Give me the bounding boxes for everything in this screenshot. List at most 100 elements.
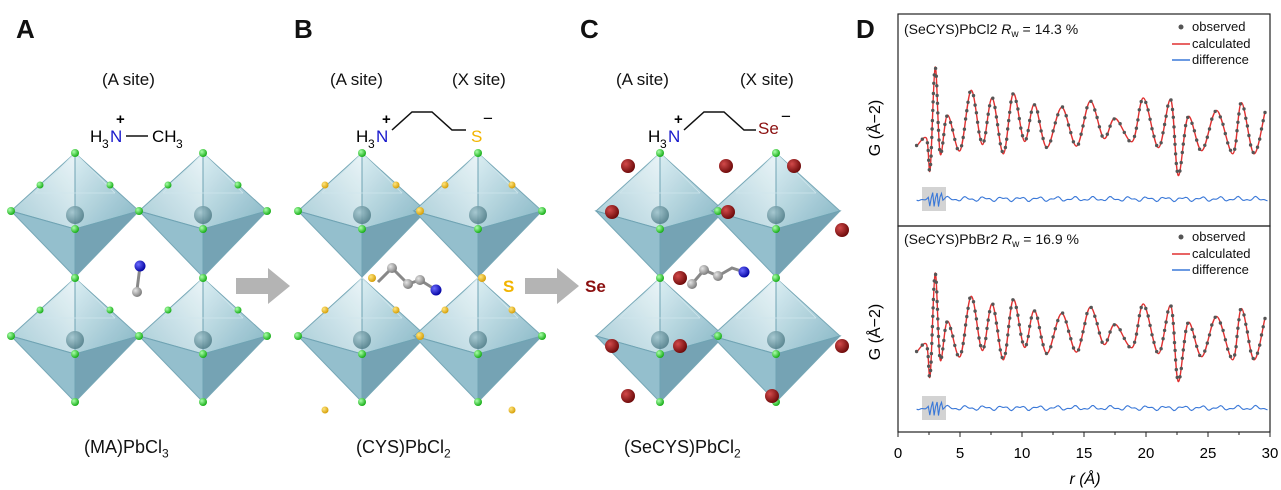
observed-point [948,326,953,331]
legend-observed-marker-top [1178,24,1184,30]
observed-point [1051,129,1055,133]
nitrogen-label-c: N [668,127,680,146]
observed-point [1175,169,1179,173]
minus-charge-c: − [781,107,791,126]
observed-point [1159,347,1163,351]
observed-point [1032,309,1037,313]
observed-point [1019,126,1023,130]
observed-point [993,105,997,110]
legend-observed-marker-bottom [1178,234,1184,240]
observed-point [1238,102,1243,106]
observed-point [1032,103,1037,107]
x-site-label-b: (X site) [452,70,506,89]
observed-point [1195,344,1199,348]
observed-point [1172,134,1177,139]
observed-point [1000,149,1004,154]
observed-point [961,135,965,140]
calculated-curve [916,272,1266,383]
observed-point [1178,169,1182,173]
observed-point [978,343,983,348]
ch3-sub-a: 3 [176,137,183,151]
observed-point [998,348,1002,352]
observed-point [982,139,986,143]
observed-point [1083,321,1087,326]
observed-point [1112,323,1117,327]
observed-point [1174,161,1179,166]
legend-calculated-bottom: calculated [1192,246,1251,261]
observed-point [1118,328,1122,332]
observed-point [1011,92,1015,96]
observed-point [1228,354,1233,359]
h3-label-b: H [356,127,368,146]
observed-point [1226,141,1230,145]
observed-point [1210,323,1214,327]
observed-point [1192,129,1197,133]
observed-point [1259,333,1264,337]
observed-point [1037,119,1042,124]
observed-point [1179,366,1184,371]
observed-point [1029,110,1034,114]
observed-point [1180,356,1185,360]
observed-point [984,336,988,341]
observed-point [1213,109,1217,114]
observed-point [1242,107,1246,111]
observed-point [1192,335,1197,339]
observed-point [930,333,934,337]
perovskite-structure-c: Se [585,149,849,406]
observed-point [932,81,936,86]
observed-point [966,100,970,105]
observed-point [1028,118,1032,123]
nitrogen-label-a: N [110,127,122,146]
observed-point [1076,348,1081,352]
observed-point [1174,367,1179,372]
observed-point [1179,160,1183,165]
observed-point [1244,116,1248,121]
observed-point [1029,316,1034,320]
observed-point [1006,127,1010,131]
observed-point [935,84,939,88]
observed-point [933,272,938,277]
observed-point [930,135,934,140]
selenium-atom-label: Se [585,277,606,296]
observed-point [1053,327,1058,331]
observed-point [1166,104,1170,108]
legend-observed-bottom: observed [1192,229,1245,244]
bottom-title: (SeCYS)PbBr2 Rw = 16.9 % [904,231,1079,250]
observed-point [1150,333,1154,337]
observed-point [1069,337,1073,341]
observed-point [1238,308,1243,312]
observed-point [931,306,935,310]
observed-point [935,299,939,304]
observed-point [932,287,936,291]
observed-point [1173,142,1177,146]
observed-point [1060,105,1065,109]
legend-bottom: observed calculated difference [1172,229,1251,277]
h3-sub-a: 3 [102,137,109,151]
observed-point [1039,335,1043,339]
x-tick-label: 15 [1076,445,1093,462]
observed-point [1100,134,1104,138]
observed-point [945,320,949,324]
observed-point [1064,114,1068,118]
observed-point [942,338,946,343]
xlabel: r (Å) [1069,469,1100,488]
observed-point [996,329,1000,333]
observed-point [1258,137,1262,141]
x-tick-label: 0 [894,445,902,462]
observed-point [993,311,997,316]
caption-ma-pbcl3: (MA)PbCl3 [84,437,169,461]
observed-point [1251,150,1255,155]
legend-difference-top: difference [1192,52,1249,67]
h3-sub-b: 3 [368,137,375,151]
observed-point [1017,116,1021,121]
observed-point [925,347,930,351]
observed-point [939,355,944,359]
observed-point [1172,331,1176,335]
observed-point [951,334,955,338]
observed-point [968,296,972,300]
observed-point [1152,340,1156,345]
plus-charge-a: + [116,111,125,128]
ylabel-bottom: G (Å−2) [865,304,884,360]
observed-point [928,162,933,167]
nitrogen-atom-b [430,284,442,296]
